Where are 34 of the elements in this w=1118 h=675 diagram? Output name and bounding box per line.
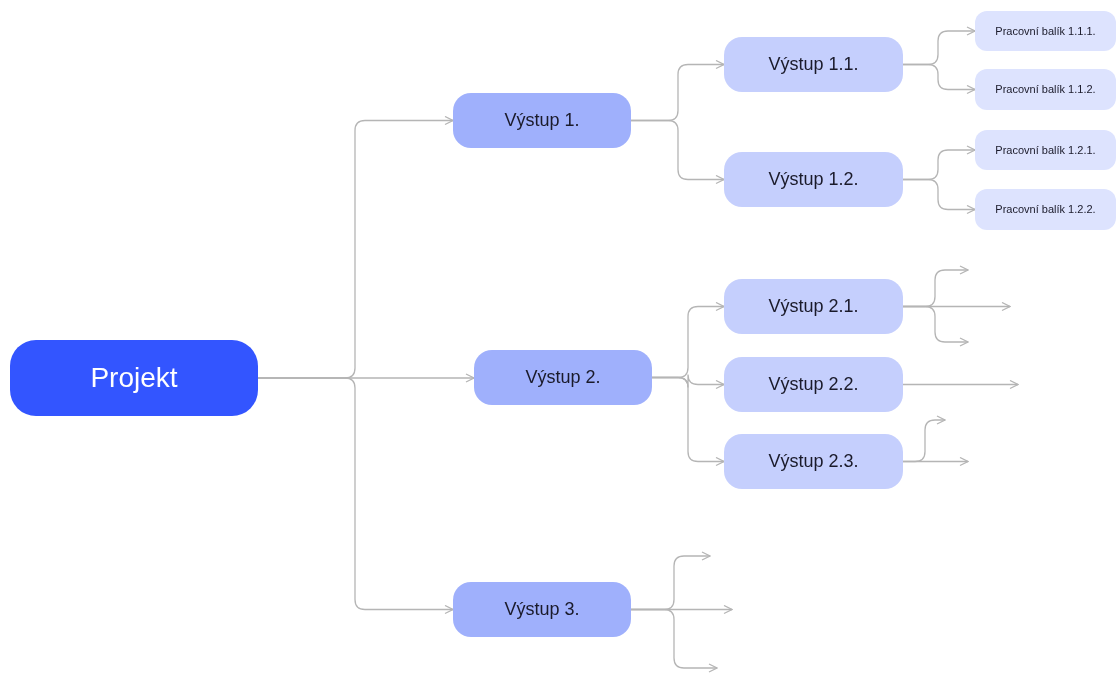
connector-arrow bbox=[630, 608, 718, 673]
sub-output-node bbox=[724, 152, 903, 207]
node-label: Výstup 2.1. bbox=[768, 295, 859, 318]
work-package-node bbox=[975, 189, 1116, 230]
node-label: Pracovní balík 1.2.1. bbox=[995, 142, 1096, 158]
output-node bbox=[453, 93, 631, 148]
connector-arrow bbox=[651, 376, 725, 467]
connector-arrow bbox=[902, 379, 1019, 390]
work-package-node bbox=[975, 11, 1116, 51]
node-label: Výstup 2. bbox=[525, 366, 601, 389]
root-node bbox=[10, 340, 258, 416]
sub-output-node bbox=[724, 434, 903, 489]
node-label: Výstup 3. bbox=[504, 598, 580, 621]
connector-arrow bbox=[902, 305, 969, 347]
connector-arrow bbox=[902, 178, 976, 215]
node-label: Výstup 1.1. bbox=[768, 53, 859, 76]
output-node bbox=[453, 582, 631, 637]
node-label: Výstup 2.2. bbox=[768, 373, 859, 396]
node-label: Výstup 2.3. bbox=[768, 450, 859, 473]
connector-arrow bbox=[902, 63, 976, 95]
node-label: Výstup 1. bbox=[504, 109, 580, 132]
node-label: Projekt bbox=[90, 361, 178, 395]
work-package-node bbox=[975, 130, 1116, 170]
sub-output-node bbox=[724, 37, 903, 92]
node-label: Pracovní balík 1.1.1. bbox=[995, 23, 1096, 39]
work-package-node bbox=[975, 69, 1116, 110]
node-label: Pracovní balík 1.2.2. bbox=[995, 202, 1096, 218]
node-label: Výstup 1.2. bbox=[768, 168, 859, 191]
sub-output-node bbox=[724, 357, 903, 412]
node-label: Pracovní balík 1.1.2. bbox=[995, 82, 1096, 98]
connector-arrow bbox=[630, 119, 725, 185]
sub-output-node bbox=[724, 279, 903, 334]
connector-arrow bbox=[902, 456, 969, 467]
output-node bbox=[474, 350, 652, 405]
